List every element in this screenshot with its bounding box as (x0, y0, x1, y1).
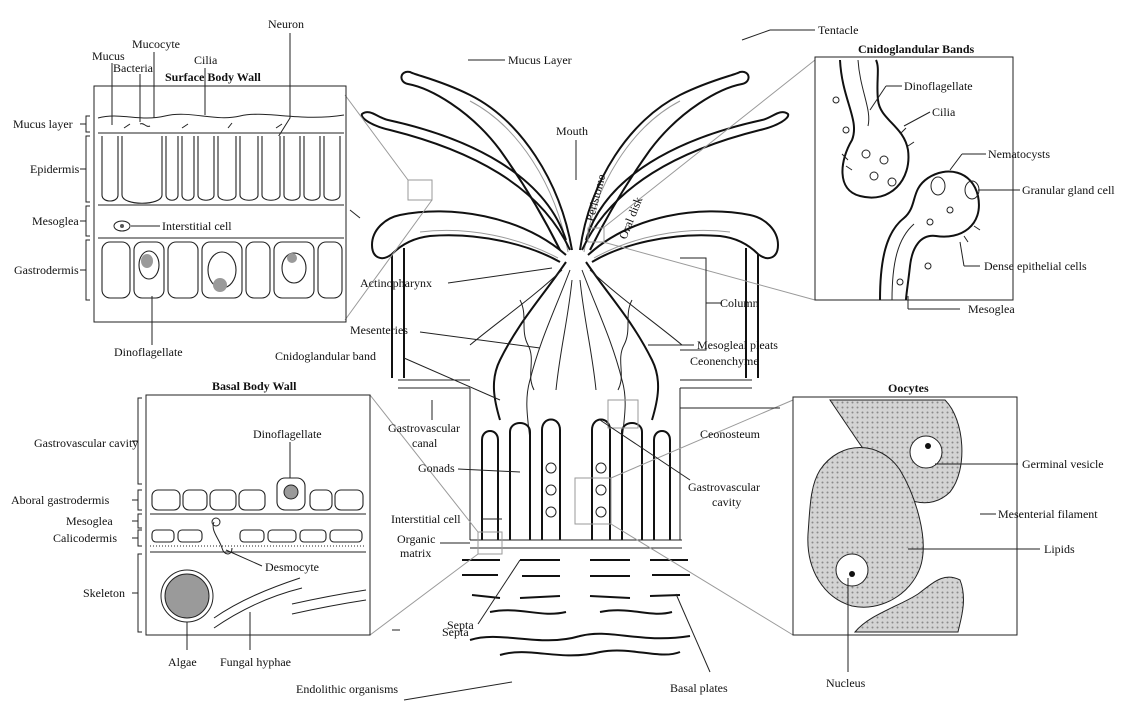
label-organic-matrix-2: matrix (400, 546, 431, 560)
surface-title: Surface Body Wall (165, 70, 261, 84)
surface-left-gastrodermis: Gastrodermis (14, 263, 79, 277)
label-column: Column (720, 296, 759, 310)
basal-left-skeleton: Skeleton (83, 586, 125, 600)
basal-title: Basal Body Wall (212, 379, 297, 393)
label-basal-plates: Basal plates (670, 681, 728, 695)
surface-label-dinoflagellate: Dinoflagellate (114, 345, 183, 359)
panel-oocytes: Oocytes Germinal vesicle Mesenterial fil… (793, 381, 1104, 690)
label-coenosteum: Ceonosteum (700, 427, 761, 441)
basal-left-aboral: Aboral gastrodermis (11, 493, 110, 507)
label-interstitial-cell: Interstitial cell (391, 512, 461, 526)
label-septa-b: Septa (442, 625, 469, 639)
cnido-label-dense: Dense epithelial cells (984, 259, 1087, 273)
basal-bottom-algae: Algae (168, 655, 197, 669)
label-mucus-layer: Mucus Layer (508, 53, 572, 67)
surface-left-epidermis: Epidermis (30, 162, 80, 176)
surface-label-interstitial: Interstitial cell (162, 219, 232, 233)
label-actinopharynx: Actinopharynx (360, 276, 432, 290)
oocytes-label-mesenterial: Mesenterial filament (998, 507, 1098, 521)
cnido-label-cilia: Cilia (932, 105, 956, 119)
cnido-label-dinoflagellate: Dinoflagellate (904, 79, 973, 93)
label-mesogleal-pleats: Mesogleal pleats (697, 338, 778, 352)
basal-left-mesoglea: Mesoglea (66, 514, 113, 528)
label-organic-matrix: Organic (397, 532, 435, 546)
cnido-title: Cnidoglandular Bands (858, 42, 974, 56)
panel-basal-body-wall: Basal Body Wall Dinoflagellate Desmocyte (11, 379, 370, 669)
surface-label-mucocyte: Mucocyte (132, 37, 180, 51)
label-tentacle: Tentacle (818, 23, 858, 37)
label-oral-disk: Oral disk (616, 195, 646, 241)
surface-label-bacteria: Bacteria (113, 61, 154, 75)
surface-label-neuron: Neuron (268, 17, 304, 31)
basal-inner-dinoflagellate: Dinoflagellate (253, 427, 322, 441)
septa-loops (470, 420, 682, 549)
label-gastrovascular-canal: Gastrovascular (388, 421, 460, 435)
label-mouth: Mouth (556, 124, 588, 138)
surface-left-mucus-layer: Mucus layer (13, 117, 73, 131)
basal-left-calicodermis: Calicodermis (53, 531, 117, 545)
oocytes-title: Oocytes (888, 381, 929, 395)
cnido-label-granular: Granular gland cell (1022, 183, 1115, 197)
basal-bottom-fungal: Fungal hyphae (220, 655, 291, 669)
label-cnidoglandular-band: Cnidoglandular band (275, 349, 376, 363)
basal-left-gv-cavity: Gastrovascular cavity (34, 436, 138, 450)
label-mesenteries: Mesenteries (350, 323, 408, 337)
label-gastrovascular-canal-2: canal (412, 436, 438, 450)
cnido-label-nematocysts: Nematocysts (988, 147, 1050, 161)
panel-cnidoglandular: Cnidoglandular Bands Dinoflagellate Cili… (815, 42, 1115, 316)
label-gastrovascular-cavity-2: cavity (712, 495, 741, 509)
label-gastrovascular-cavity: Gastrovascular (688, 480, 760, 494)
label-coenenchyme: Ceonenchyme (690, 354, 759, 368)
label-endolithic: Endolithic organisms (296, 682, 398, 696)
label-gonads: Gonads (418, 461, 455, 475)
tentacles (362, 72, 788, 262)
surface-label-cilia: Cilia (194, 53, 218, 67)
basal-plates (462, 560, 690, 655)
oocytes-label-nucleus: Nucleus (826, 676, 866, 690)
mesenteries (470, 262, 682, 440)
oocytes-label-lipids: Lipids (1044, 542, 1075, 556)
surface-left-mesoglea: Mesoglea (32, 214, 79, 228)
cnido-label-mesoglea: Mesoglea (968, 302, 1015, 316)
center-labels: Tentacle Mucus Layer Mouth Peristome Ora… (275, 23, 858, 700)
panel-surface-body-wall: Surface Body Wall Mucus Mucocyte Bacteri… (13, 17, 346, 359)
oocytes-label-germinal: Germinal vesicle (1022, 457, 1104, 471)
basal-inner-desmocyte: Desmocyte (265, 560, 319, 574)
